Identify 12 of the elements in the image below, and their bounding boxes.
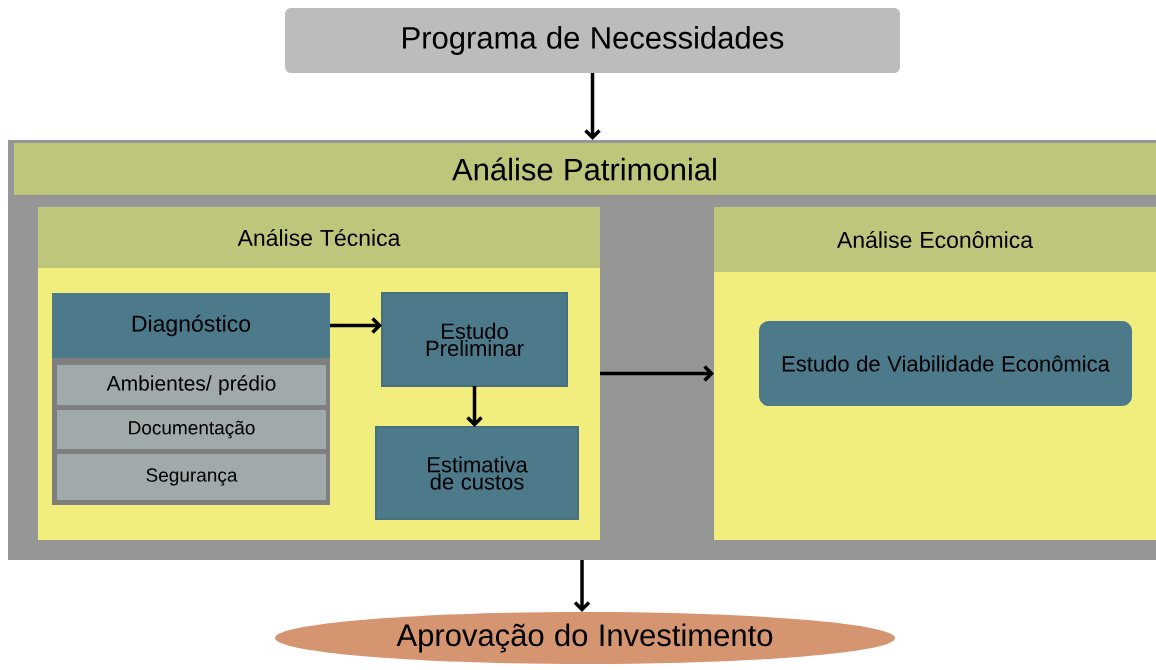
list-item: Ambientes/ prédio [57,365,326,405]
process-box: Estimativa de custos [375,426,579,520]
title-box: Programa de Necessidades [285,8,900,73]
arrow [573,560,591,612]
arrow [330,317,382,334]
arrow [600,365,714,382]
process-box: Estudo Preliminar [381,292,568,387]
list-item: Segurança [57,454,326,500]
list-item: Documentação [57,410,326,449]
process-box: Estudo de Viabilidade Econômica [759,321,1132,406]
arrow [584,73,601,140]
arrow [466,386,483,427]
